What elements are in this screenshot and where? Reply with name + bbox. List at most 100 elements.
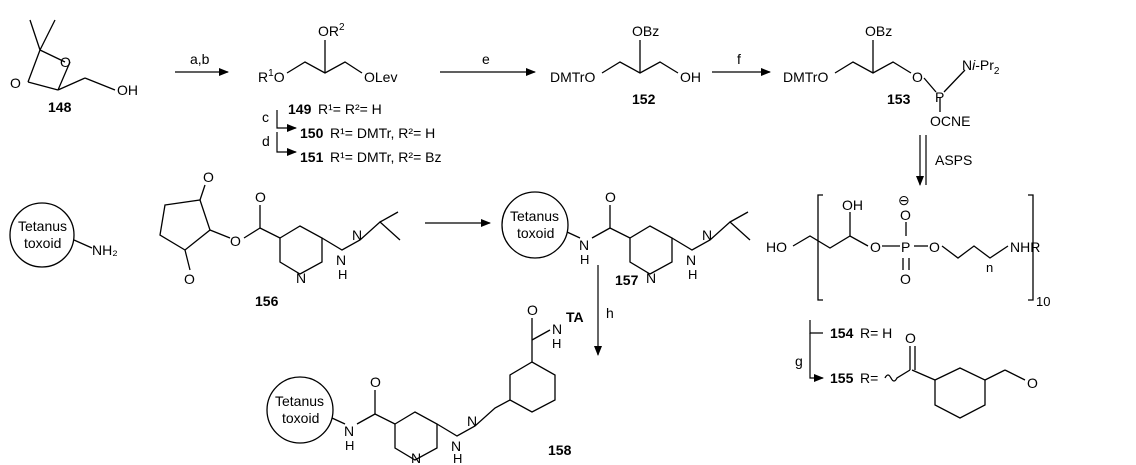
o-atom: O	[905, 330, 916, 346]
hydrazone-n: N	[467, 413, 477, 429]
carrier-line2: toxoid	[517, 225, 554, 241]
obz-label: OBz	[865, 23, 892, 39]
hydrazone-n: N	[702, 227, 712, 243]
or2-label: OR2	[318, 22, 345, 39]
o-atom: O	[912, 69, 923, 85]
amide-h: H	[552, 336, 561, 351]
structure-156: O O O O N N H N 156	[159, 169, 401, 309]
dmtro-label: DMTrO	[783, 69, 828, 85]
step-e-label: e	[482, 51, 490, 67]
bracket-154	[809, 320, 823, 334]
compound-154-label: 154	[830, 325, 854, 341]
o-atom: O	[230, 233, 241, 249]
pyridine-n: N	[296, 270, 306, 286]
amine-label: NH₂	[92, 242, 118, 258]
pyridine-n: N	[411, 450, 421, 465]
nh-n: N	[451, 438, 461, 454]
o-atom: O	[605, 189, 616, 205]
structure-155-aroyl: O O	[884, 330, 1038, 419]
o-atom: O	[184, 271, 195, 287]
compound-157-label: 157	[615, 272, 639, 288]
substituent-155: R=	[860, 370, 878, 386]
substituent-151: R¹= DMTr, R²= Bz	[330, 149, 442, 165]
amide-n: N	[344, 423, 354, 439]
compound-149-label: 149	[288, 101, 312, 117]
hydroxyl-label: OH	[117, 82, 138, 98]
tetanus-toxoid-carrier: Tetanus toxoid NH₂	[9, 202, 118, 268]
o-atom: O	[1027, 375, 1038, 391]
compound-151-label: 151	[300, 149, 324, 165]
carrier-line1: Tetanus	[510, 208, 559, 224]
step-g-label: g	[795, 353, 803, 369]
structure-158: Tetanus toxoid N H O N N H N O N H TA 15…	[266, 302, 584, 465]
arrow-step-c	[276, 110, 297, 132]
nh-n: N	[686, 252, 696, 268]
structure-152: DMTrO OBz OH 152	[550, 23, 701, 107]
compound-150-label: 150	[300, 125, 324, 141]
o-atom: O	[900, 271, 911, 287]
substituent-149: R¹= R²= H	[318, 101, 382, 117]
nh-h: H	[338, 267, 347, 282]
o-atom: O	[10, 75, 21, 91]
amide-h: H	[345, 438, 354, 453]
o-atom: O	[203, 169, 214, 185]
nh-h: H	[453, 451, 462, 465]
dmtro-label: DMTrO	[550, 69, 595, 85]
nh-h: H	[688, 267, 697, 282]
o-atom: O	[527, 302, 538, 318]
diisopropylamino-label: Ni-Pr2	[962, 57, 1000, 77]
step-f-label: f	[737, 51, 741, 67]
amide-h: H	[580, 252, 589, 267]
pyridine-n: N	[646, 270, 656, 286]
nh-n: N	[336, 252, 346, 268]
ho-label: HO	[766, 239, 787, 255]
amide-n: N	[579, 237, 589, 253]
arrow-step-g	[809, 333, 824, 382]
o-atom: O	[60, 54, 71, 70]
negative-charge-symbol: ⊖	[898, 192, 910, 208]
structure-148: O O OH 148	[10, 19, 138, 115]
o-atom: O	[255, 189, 266, 205]
substituent-150: R¹= DMTr, R²= H	[330, 125, 435, 141]
compound-153-label: 153	[887, 91, 911, 107]
step-c-label: c	[262, 109, 269, 125]
step-ab-label: a,b	[190, 51, 210, 67]
structure-149: R1O OR2 OLev	[258, 22, 397, 85]
hydroxyl-label: OH	[680, 69, 701, 85]
amide-n: N	[552, 321, 562, 337]
phosphorus-label: P	[935, 89, 944, 105]
o-atom: O	[370, 374, 381, 390]
structure-153: DMTrO OBz O P Ni-Pr2 OCNE 153	[783, 23, 1000, 129]
o-atom: O	[929, 239, 940, 255]
arrow-step-d	[276, 132, 297, 156]
step-h-label: h	[606, 305, 614, 321]
carrier-line2: toxoid	[24, 235, 61, 251]
compound-152-label: 152	[632, 91, 656, 107]
substituent-154: R= H	[860, 325, 892, 341]
carrier-line1: Tetanus	[275, 393, 324, 409]
compound-158-label: 158	[548, 442, 572, 458]
repeat-index-n: n	[986, 260, 993, 275]
tetanus-antigen-ta: TA	[566, 309, 584, 325]
hydrazone-n: N	[352, 227, 362, 243]
repeat-count: 10	[1036, 294, 1050, 309]
compound-148-label: 148	[48, 99, 72, 115]
step-asps-label: ASPS	[935, 152, 972, 168]
structure-157: Tetanus toxoid N H O N N H N 157	[501, 189, 751, 288]
structure-154: HO OH O P O ⊖ O O n NHR 10	[766, 192, 1050, 309]
hydroxyl-label: OH	[842, 197, 863, 213]
compound-155-label: 155	[830, 370, 854, 386]
r1o-label: R1O	[258, 68, 285, 85]
olev-label: OLev	[364, 69, 397, 85]
ocne-label: OCNE	[930, 113, 970, 129]
compound-156-label: 156	[255, 293, 279, 309]
step-d-label: d	[262, 133, 270, 149]
nhr-label: NHR	[1010, 239, 1040, 255]
o-atom: O	[900, 207, 911, 223]
obz-label: OBz	[632, 23, 659, 39]
carrier-line1: Tetanus	[18, 218, 67, 234]
phosphorus-label: P	[901, 239, 910, 255]
carrier-line2: toxoid	[282, 410, 319, 426]
o-atom: O	[870, 239, 881, 255]
